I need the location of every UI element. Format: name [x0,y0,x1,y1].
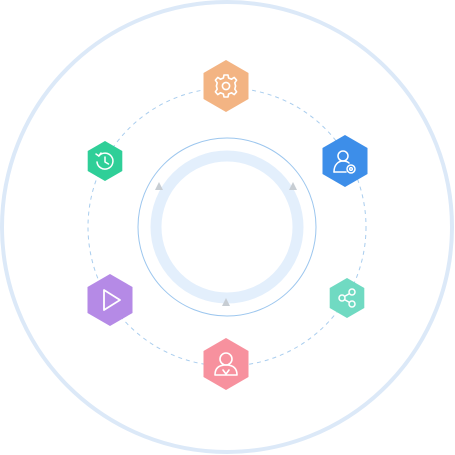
cycle-arrow-bottom [222,298,230,306]
user-gear-icon [333,150,356,174]
share-icon [338,288,356,308]
node-play[interactable] [87,274,133,326]
node-user-location[interactable] [203,338,249,390]
play-icon [103,289,121,311]
gear-icon [214,74,238,98]
cycle-arrow-top-left [155,182,163,190]
cycle-arrow-top-right [289,182,297,190]
node-hexagon [203,338,249,390]
node-user-settings[interactable] [322,135,368,187]
node-hexagon [329,278,365,318]
node-hexagon [87,274,133,326]
user-pin-icon [214,352,238,376]
dashed-orbit-ring [87,87,367,367]
node-share[interactable] [329,278,365,318]
inner-thin-ring [137,137,317,317]
inner-thick-ring [150,150,304,304]
history-icon [95,152,114,170]
node-history[interactable] [87,141,123,181]
node-settings[interactable] [203,60,249,112]
node-hexagon [203,60,249,112]
